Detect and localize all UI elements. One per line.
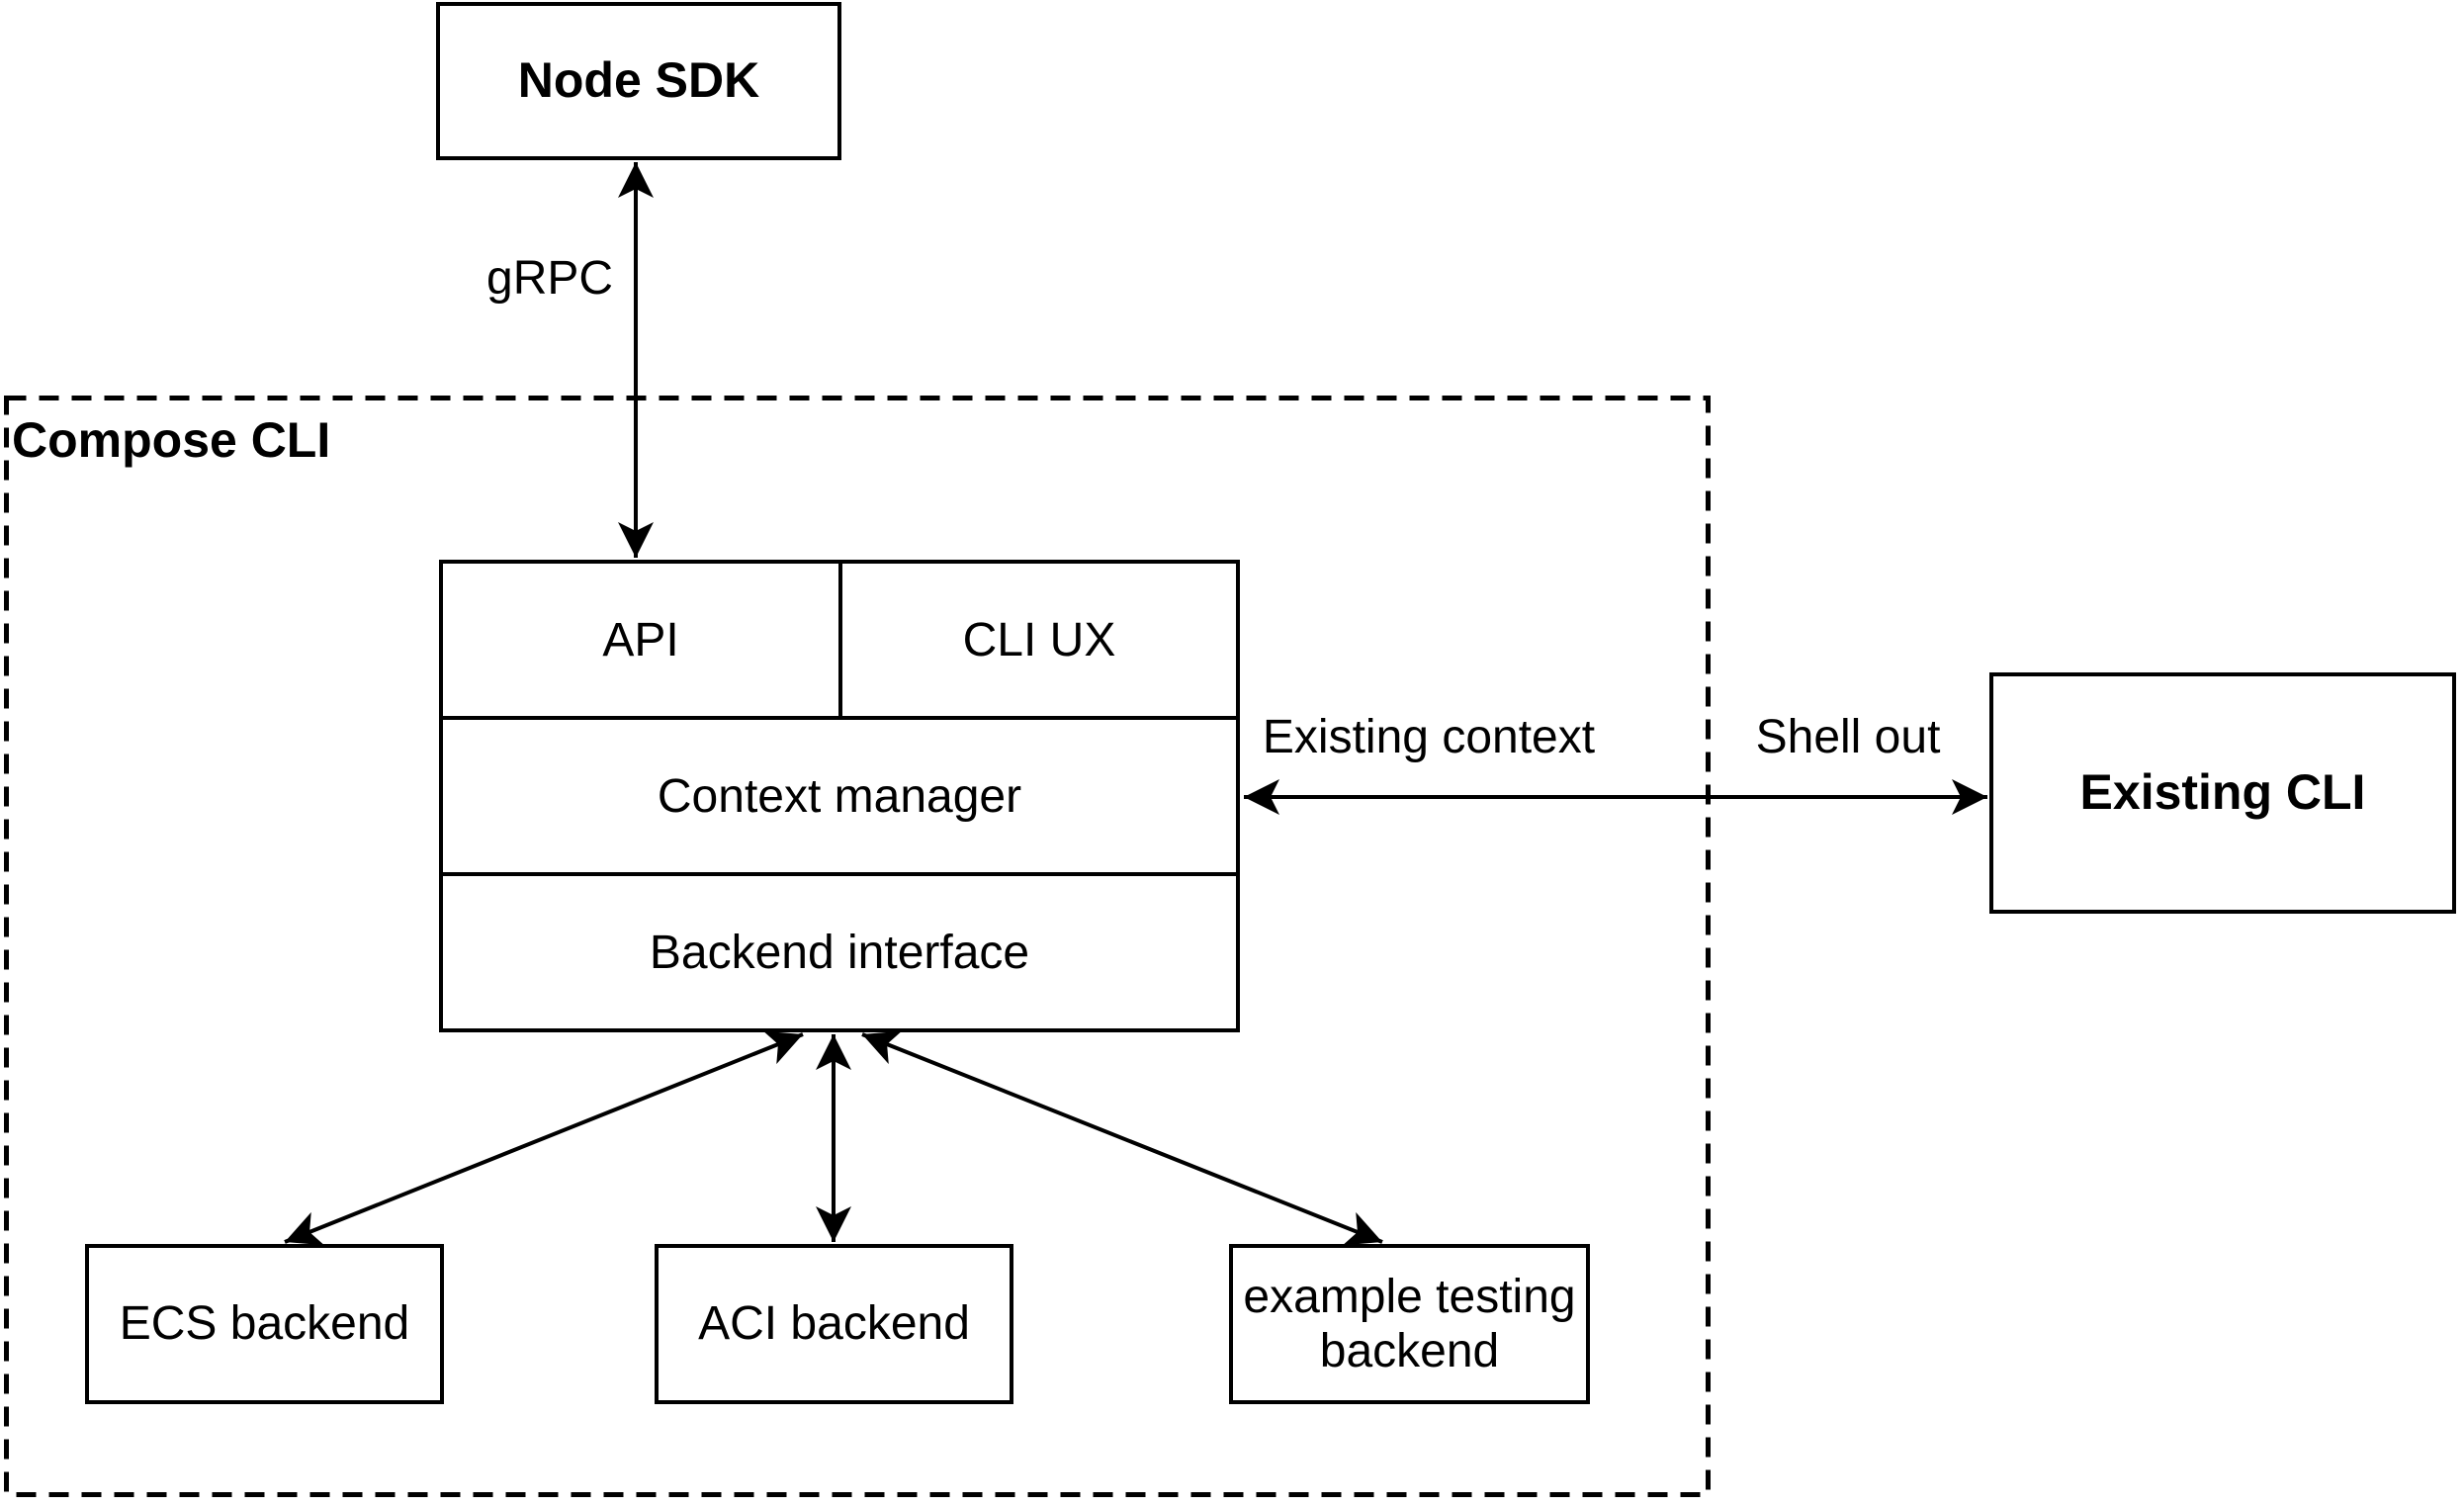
context-manager-cell: Context manager	[443, 720, 1236, 872]
cli-ux-cell: CLI UX	[838, 564, 1236, 716]
shell-out-edge-label: Shell out	[1755, 711, 1941, 763]
existing-cli-box: Existing CLI	[1989, 672, 2456, 914]
context-manager-label: Context manager	[657, 769, 1022, 823]
example-testing-backend-box: example testing backend	[1229, 1244, 1590, 1404]
compose-cli-core-box: API CLI UX Context manager Backend inter…	[439, 560, 1240, 1032]
ecs-backend-arrow	[284, 1030, 804, 1246]
aci-backend-box: ACI backend	[655, 1244, 1013, 1404]
api-cell: API	[443, 564, 838, 716]
node-sdk-box: Node SDK	[436, 2, 841, 160]
backend-interface-label: Backend interface	[649, 926, 1030, 979]
existing-cli-label: Existing CLI	[2079, 764, 2366, 821]
existing-context-edge-label: Existing context	[1262, 711, 1596, 763]
top-row: API CLI UX	[443, 564, 1236, 716]
grpc-edge-label: gRPC	[486, 252, 614, 305]
backend-interface-cell: Backend interface	[443, 876, 1236, 1028]
compose-cli-container-label: Compose CLI	[12, 412, 331, 468]
cli-ux-label: CLI UX	[962, 613, 1116, 666]
node-sdk-label: Node SDK	[517, 52, 760, 109]
backend-interface-row: Backend interface	[443, 872, 1236, 1028]
api-label: API	[602, 613, 679, 666]
ecs-backend-box: ECS backend	[85, 1244, 444, 1404]
example-testing-backend-arrow	[861, 1030, 1383, 1246]
aci-backend-label: ACI backend	[698, 1297, 970, 1351]
example-testing-backend-label: example testing backend	[1243, 1270, 1576, 1377]
ecs-backend-label: ECS backend	[119, 1297, 410, 1351]
context-manager-row: Context manager	[443, 716, 1236, 872]
